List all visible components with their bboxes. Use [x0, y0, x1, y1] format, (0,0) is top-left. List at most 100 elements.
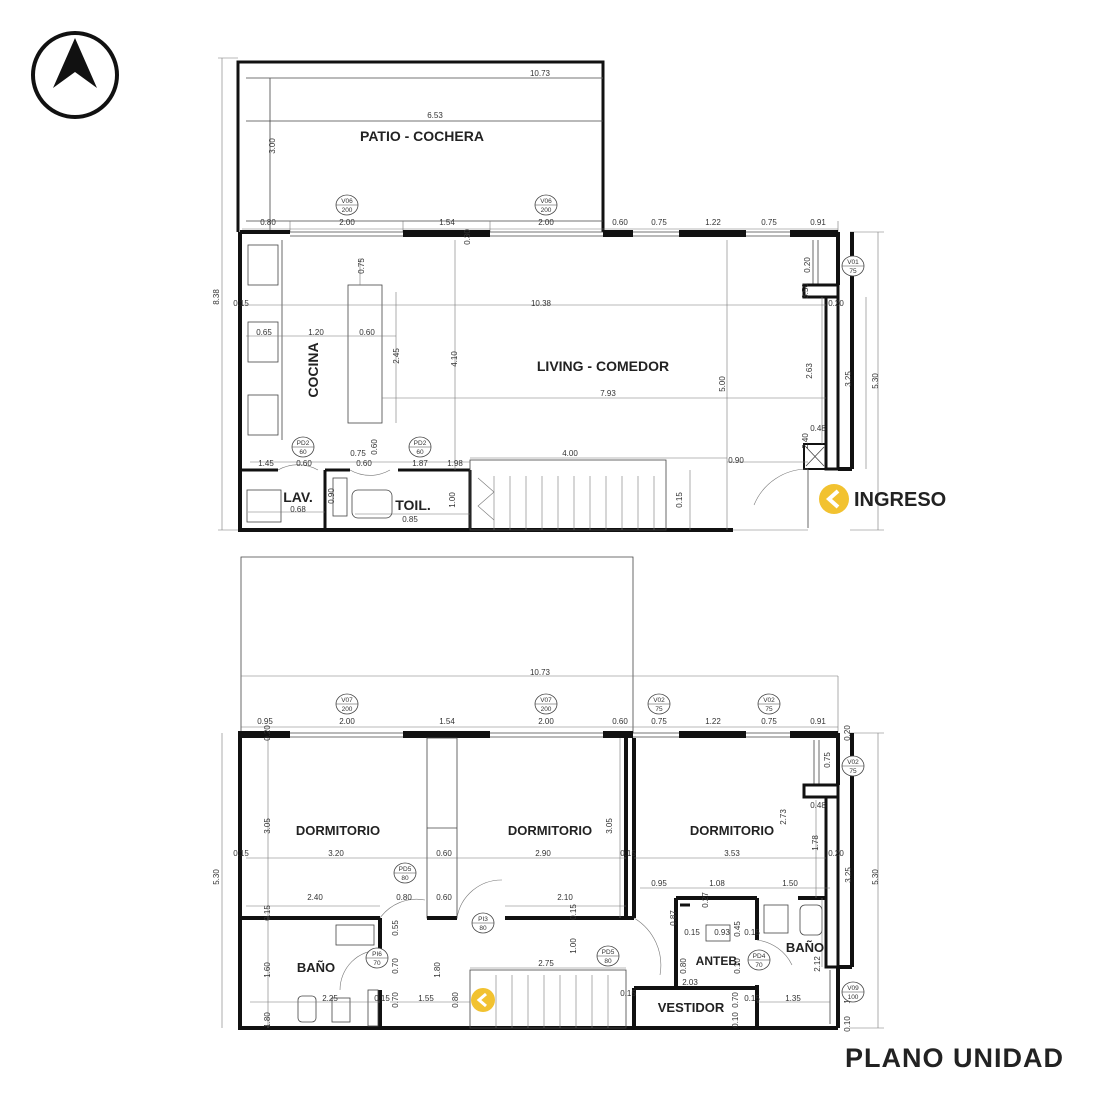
window-tag: V02 75	[647, 693, 671, 715]
window-tag: V06 200	[335, 194, 359, 216]
svg-text:PD2: PD2	[297, 440, 310, 447]
dim: 0.15	[744, 994, 760, 1003]
window-tag: V07 200	[335, 693, 359, 715]
dim: 1.20	[308, 328, 324, 337]
dim: 2.00	[538, 717, 554, 726]
dim: 3.05	[263, 818, 272, 834]
dim: 0.80	[260, 218, 276, 227]
dim: 1.54	[439, 717, 455, 726]
svg-text:80: 80	[604, 958, 612, 965]
dim: 0.10	[733, 958, 742, 974]
svg-text:PD5: PD5	[399, 866, 412, 873]
room-living-comedor: LIVING - COMEDOR	[537, 358, 669, 374]
dim: 2.40	[307, 893, 323, 902]
svg-text:V02: V02	[847, 759, 859, 766]
dim: 0.10	[843, 1016, 852, 1032]
dim: 10.73	[530, 668, 551, 677]
dim: 1.22	[705, 717, 721, 726]
dim: 1.78	[811, 835, 820, 851]
room-vestidor: VESTIDOR	[658, 1000, 725, 1015]
dim: 0.15	[675, 492, 684, 508]
svg-text:PD2: PD2	[414, 440, 427, 447]
plan-title: PLANO UNIDAD	[845, 1043, 1064, 1073]
dim: 0.20	[843, 725, 852, 741]
room-bano-1: BAÑO	[297, 960, 335, 975]
dim: 0.20	[828, 299, 844, 308]
dim: 2.90	[535, 849, 551, 858]
door-tag: PI6 70	[365, 947, 389, 969]
dim: 0.80	[396, 893, 412, 902]
svg-text:60: 60	[416, 449, 424, 456]
door-tag: PI3 80	[471, 912, 495, 934]
stair-marker	[471, 988, 495, 1012]
dim: 2.00	[339, 218, 355, 227]
dim: 1.55	[418, 994, 434, 1003]
dim: 0.48	[810, 801, 826, 810]
door-tag: PD2 60	[408, 436, 432, 458]
dim: 0.15	[233, 299, 249, 308]
dim: 0.70	[731, 992, 740, 1008]
dim: 0.75	[651, 218, 667, 227]
svg-text:V07: V07	[341, 697, 353, 704]
room-dormitorio-3: DORMITORIO	[690, 823, 774, 838]
svg-text:V02: V02	[653, 697, 665, 704]
room-lavadero: LAV.	[283, 489, 313, 505]
svg-text:V02: V02	[763, 697, 775, 704]
dim: 5.30	[871, 373, 880, 389]
svg-text:200: 200	[541, 207, 552, 214]
dim: 0.20	[828, 849, 844, 858]
dim: 0.60	[356, 459, 372, 468]
dim: 0.15	[684, 928, 700, 937]
dim: 0.20	[803, 257, 812, 273]
dim: 3.25	[844, 371, 853, 387]
room-dormitorio-2: DORMITORIO	[508, 823, 592, 838]
svg-text:PI6: PI6	[372, 951, 382, 958]
upper-dimensions: 10.73 0.95 2.00 1.54 2.00 0.60 0.75 1.22…	[212, 668, 880, 1032]
dim: 2.63	[805, 363, 814, 379]
dim: 0.75	[651, 717, 667, 726]
svg-text:70: 70	[373, 960, 381, 967]
dim: 0.30	[463, 229, 472, 245]
dim: 0.27	[701, 892, 710, 908]
svg-text:PD5: PD5	[602, 949, 615, 956]
dim: 7.93	[600, 389, 616, 398]
dim: 0.75	[761, 218, 777, 227]
dim: 1.08	[709, 879, 725, 888]
ground-dimensions: 10.73 6.53 3.00 8.38 0.80 2.00 1.54 2.00…	[212, 69, 880, 524]
svg-text:PD4: PD4	[753, 953, 766, 960]
dim: 2.40	[801, 433, 810, 449]
dim: 0.90	[728, 456, 744, 465]
dim: 2.00	[538, 218, 554, 227]
svg-text:V06: V06	[341, 198, 353, 205]
dim: 2.25	[322, 994, 338, 1003]
dim: 0.87	[669, 910, 678, 926]
dim: 0.85	[402, 515, 418, 524]
svg-text:75: 75	[849, 768, 857, 775]
ground-tags: V06 200 V06 200 V01 75 PD2 60 PD2 60	[291, 194, 865, 458]
window-tag: V02 75	[841, 755, 865, 777]
north-arrow-icon	[31, 31, 119, 119]
window-tag: V06 200	[534, 194, 558, 216]
dim: 0.93	[714, 928, 730, 937]
ground-floor	[218, 57, 884, 532]
svg-text:V07: V07	[540, 697, 552, 704]
door-tag: PD4 70	[747, 949, 771, 971]
entrance-label: INGRESO	[854, 489, 946, 511]
dim: 8.38	[212, 289, 221, 305]
dim: 0.75	[357, 258, 366, 274]
dim: 0.90	[327, 488, 336, 504]
window-tag: V09 100	[841, 981, 865, 1003]
entrance-chevron-icon	[819, 484, 849, 514]
dim: 0.68	[290, 505, 306, 514]
dim: 0.60	[612, 218, 628, 227]
dim: 1.80	[433, 962, 442, 978]
door-tag: PD5 80	[393, 862, 417, 884]
dim: 10.38	[531, 299, 552, 308]
dim: 0.15	[569, 904, 578, 920]
svg-text:60: 60	[299, 449, 307, 456]
dim: 0.15	[374, 994, 390, 1003]
dim: 0.75	[761, 717, 777, 726]
room-dormitorio-1: DORMITORIO	[296, 823, 380, 838]
window-tag: V07 200	[534, 693, 558, 715]
